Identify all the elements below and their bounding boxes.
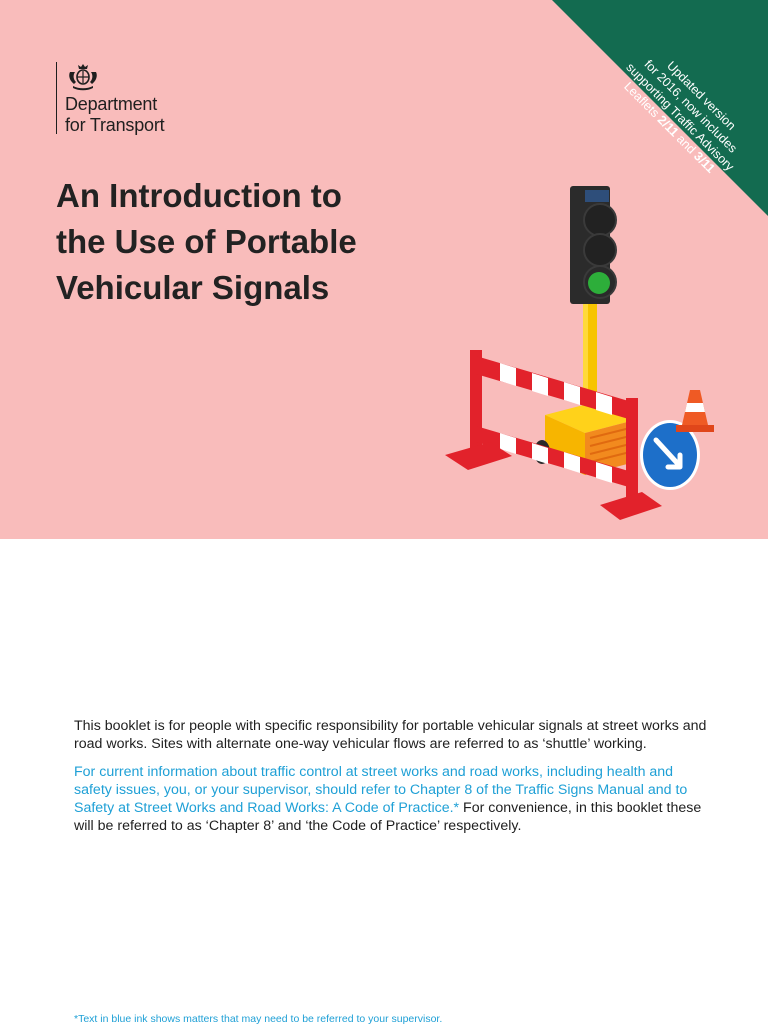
blue-ink-footnote: *Text in blue ink shows matters that may… [74,1013,443,1025]
title-line-2: the Use of Portable [56,223,357,260]
logo-line-for-transport: for Transport [65,115,165,135]
intro-text: This booklet is for people with specific… [74,717,714,845]
title-line-3: Vehicular Signals [56,269,330,306]
corner-banner [552,0,768,216]
corner-banner-shape [552,0,768,216]
portable-signal-illustration [445,186,714,520]
keep-left-sign-icon [640,420,700,490]
supervisor-reference-text: For current information about traffic co… [74,764,688,816]
cover-hero: Updated version for 2016, now includes s… [0,0,768,539]
traffic-cone-icon [676,390,714,432]
dft-logo: Department for Transport [56,62,165,135]
intro-paragraph-2-rest: For convenience, in this booklet these w… [74,800,702,834]
title-line-1: An Introduction to [56,177,342,214]
intro-paragraph-1: This booklet is for people with specific… [74,718,707,752]
logo-line-department: Department [65,94,158,114]
royal-crest-icon [69,64,97,91]
intro-paragraph-2: For current information about traffic co… [74,763,714,835]
page-title: An Introduction to the Use of Portable V… [56,173,436,311]
road-barrier-icon [445,350,662,520]
